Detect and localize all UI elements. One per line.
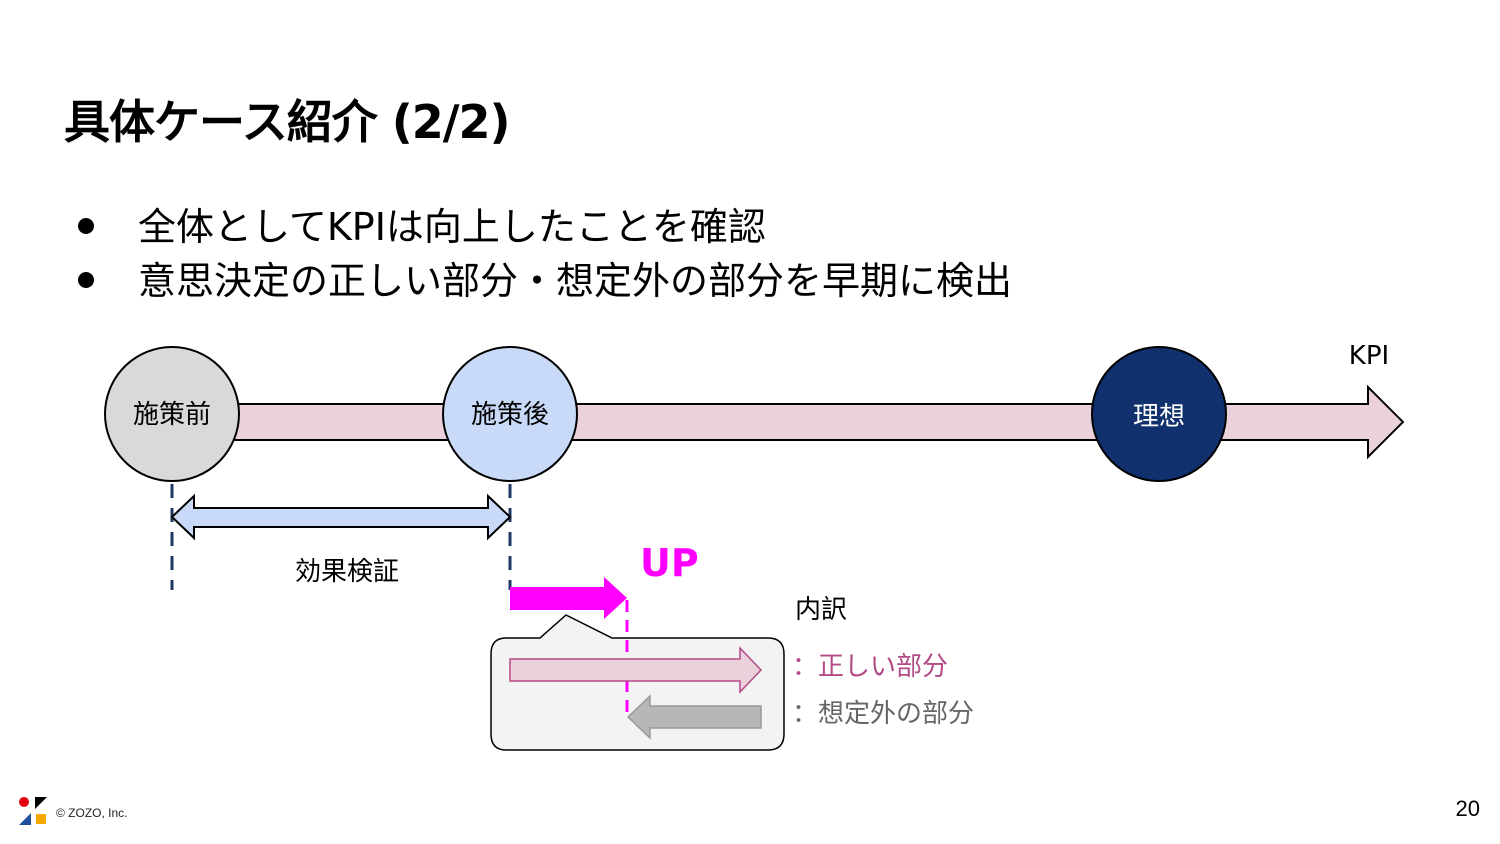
node-after: [442, 346, 578, 482]
page-number: 20: [1455, 796, 1480, 821]
node-before-label: 施策前: [133, 400, 211, 430]
node-after-label: 施策後: [471, 400, 549, 430]
bullet-item: 全体としてKPIは向上したことを確認: [78, 200, 1012, 254]
breakdown-correct-label: ：正しい部分: [792, 652, 948, 682]
correct-part-arrow: [509, 646, 763, 694]
bullet-text: 意思決定の正しい部分・想定外の部分を早期に検出: [138, 259, 1013, 303]
node-ideal-label: 理想: [1133, 402, 1185, 432]
slide-title: 具体ケース紹介 (2/2): [64, 95, 511, 149]
node-before: [104, 346, 240, 482]
unexpected-part-arrow: [626, 694, 762, 740]
up-label: UP: [640, 541, 699, 585]
span-label: 効果検証: [295, 557, 399, 587]
zozo-logo-icon: [19, 797, 47, 825]
kpi-axis-label: KPI: [1349, 341, 1389, 371]
span-double-arrow: [170, 493, 512, 541]
node-ideal: [1091, 346, 1227, 482]
copyright-text: © ZOZO, Inc.: [56, 806, 128, 820]
breakdown-unexpected-label: ：想定外の部分: [792, 699, 974, 729]
bullet-list: 全体としてKPIは向上したことを確認 意思決定の正しい部分・想定外の部分を早期に…: [78, 200, 1012, 308]
bullet-text: 全体としてKPIは向上したことを確認: [138, 205, 766, 249]
up-arrow: [510, 577, 627, 619]
bullet-dot-icon: [78, 271, 94, 288]
bullet-item: 意思決定の正しい部分・想定外の部分を早期に検出: [78, 254, 1012, 308]
breakdown-title: 内訳: [795, 595, 847, 625]
bullet-dot-icon: [78, 217, 94, 234]
